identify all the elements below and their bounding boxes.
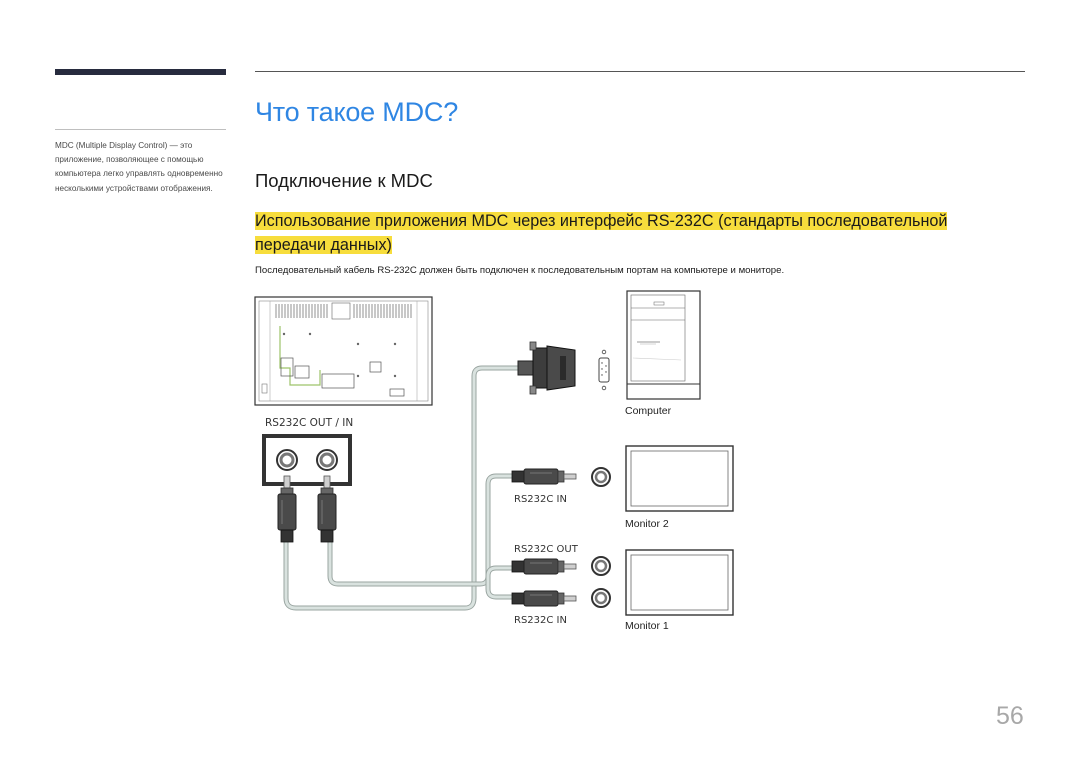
header-accent-bar bbox=[55, 69, 226, 75]
computer-serial-port bbox=[598, 349, 610, 391]
highlighted-subheading: Использование приложения MDC через интер… bbox=[255, 210, 970, 257]
monitor-1 bbox=[625, 549, 734, 616]
monitor-1-label: Monitor 1 bbox=[625, 620, 669, 632]
highlight-text: Использование приложения MDC через интер… bbox=[255, 212, 948, 254]
page-title: Что такое MDC? bbox=[255, 97, 459, 127]
cables bbox=[283, 365, 528, 611]
header-divider bbox=[255, 71, 1025, 72]
rs232c-port-panel bbox=[262, 434, 352, 486]
monitor-2-label: Monitor 2 bbox=[625, 518, 669, 530]
rs232c-in-label-monitor1: RS232C IN bbox=[514, 615, 567, 626]
display-rear-panel bbox=[254, 296, 433, 406]
stereo-plug-left-1 bbox=[277, 475, 297, 543]
rs232c-in-label-monitor2: RS232C IN bbox=[514, 494, 567, 505]
connection-diagram: RS232C OUT / IN bbox=[254, 290, 734, 632]
section-heading: Подключение к MDC bbox=[255, 170, 433, 191]
rs232c-out-label-monitor2: RS232C OUT bbox=[514, 544, 579, 555]
stereo-plug-left-2 bbox=[317, 475, 337, 543]
sidebar-divider bbox=[55, 129, 226, 130]
computer-tower bbox=[626, 290, 701, 400]
body-paragraph: Последовательный кабель RS-232C должен б… bbox=[255, 265, 785, 276]
port-label-rs232c-out-in: RS232C OUT / IN bbox=[265, 417, 353, 429]
sidebar-note: MDC (Multiple Display Control) — это при… bbox=[55, 141, 223, 193]
serial-dsub-connector bbox=[517, 341, 576, 395]
monitor-2 bbox=[625, 445, 734, 512]
stereo-plug-monitor1-in bbox=[511, 588, 611, 608]
computer-label: Computer bbox=[625, 405, 672, 417]
stereo-plug-monitor2-in bbox=[511, 467, 611, 487]
page-number: 56 bbox=[996, 702, 1024, 730]
stereo-plug-monitor2-out bbox=[511, 556, 611, 576]
